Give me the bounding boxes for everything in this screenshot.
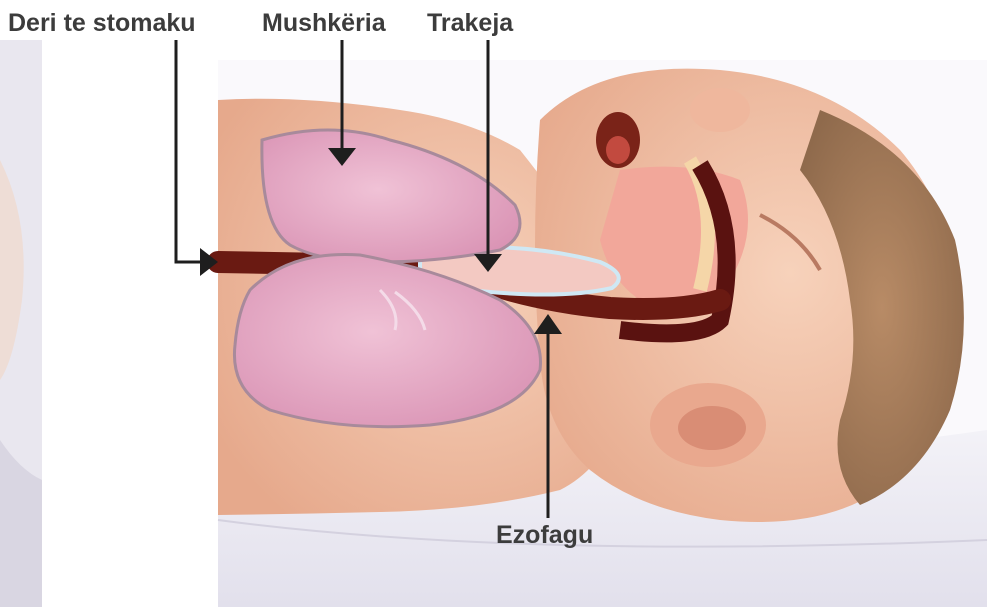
label-esophagus: Ezofagu [496,520,593,550]
left-faded-panel [0,40,42,607]
stomach-skin-leader [176,40,200,262]
label-trachea: Trakeja [427,8,513,38]
label-stomach-skin: Deri te stomaku [8,8,196,38]
label-lungs: Mushkëria [262,8,386,38]
